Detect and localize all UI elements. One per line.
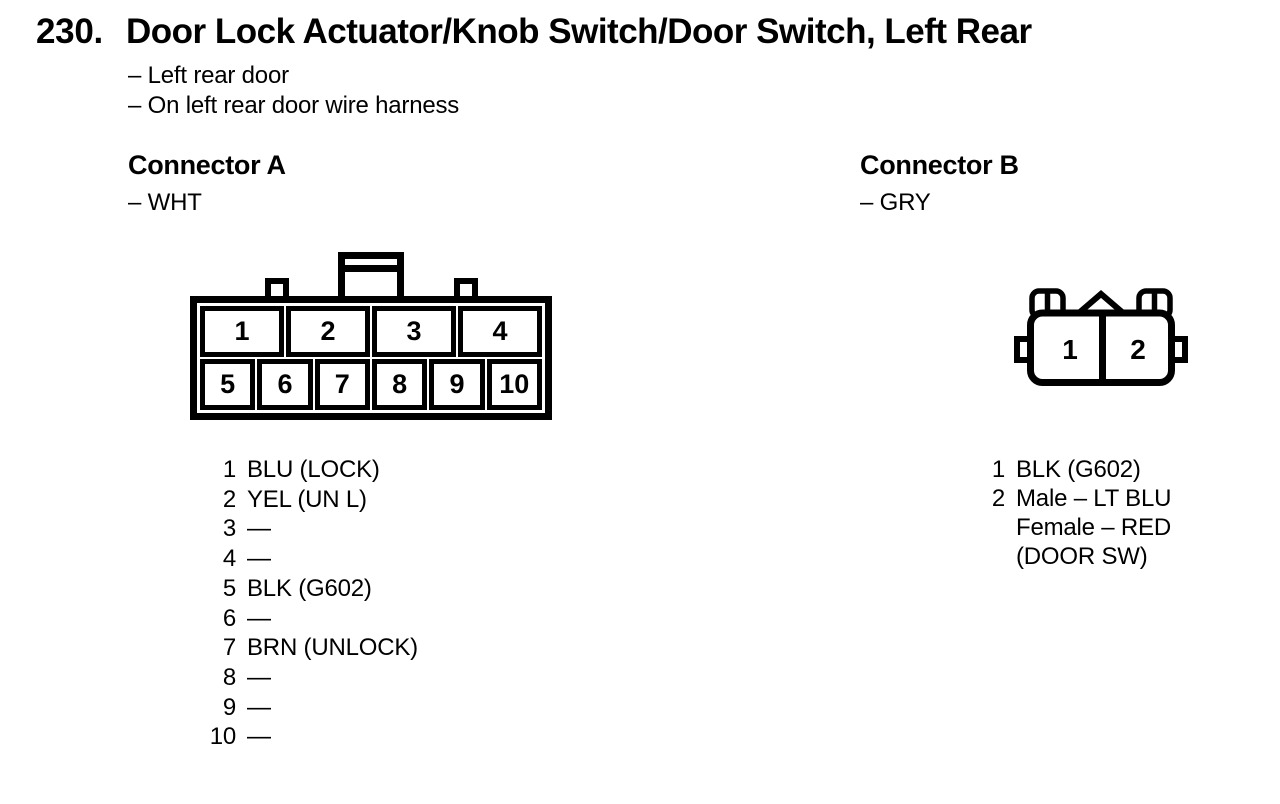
- note-line-1: – Left rear door: [128, 62, 289, 89]
- pin-wire-label: BLK (G602): [1016, 456, 1141, 483]
- pin-wire-label: YEL (UN L): [247, 485, 367, 513]
- connector-a-cavity-5: 5: [200, 359, 256, 410]
- pin-wire-line-3: (DOOR SW): [1016, 543, 1148, 570]
- pin-number: 8: [222, 663, 236, 691]
- pin-number: 9: [222, 693, 236, 721]
- connector-a-left-key-tab-icon: [265, 278, 289, 299]
- pin-row: 1 BLU (LOCK): [180, 455, 418, 485]
- connector-a-cavity-3: 3: [372, 306, 456, 357]
- connector-a-cavity-8: 8: [371, 359, 428, 410]
- connector-a-right-key-tab-icon: [454, 278, 478, 299]
- connector-a-cavity-1: 1: [200, 306, 284, 357]
- connector-a-top-row: 1 2 3 4: [199, 305, 543, 358]
- pin-row: 7 BRN (UNLOCK): [180, 633, 418, 663]
- pin-row: 1 BLK (G602): [985, 455, 1171, 484]
- connector-a-diagram: 1 2 3 4 5 6 7 8 9 10: [190, 296, 552, 420]
- pin-row: 8—: [180, 663, 418, 693]
- pin-number: 7: [222, 634, 236, 662]
- pin-number: 2: [991, 485, 1005, 512]
- connector-a-lock-tab-icon: [338, 252, 404, 298]
- pin-wire-line-1: Male – LT BLU: [1016, 485, 1172, 512]
- connector-a-cavity-2: 2: [286, 306, 370, 357]
- section-number: 230.: [36, 12, 103, 51]
- connector-b-color-note: – GRY: [860, 189, 931, 216]
- connector-b-heading: Connector B: [860, 150, 1019, 180]
- pin-wire-label: BLU (LOCK): [247, 456, 380, 483]
- pin-wire-line-2: Female – RED: [1016, 514, 1171, 541]
- pin-wire-label: —: [247, 723, 271, 751]
- pin-row: 6—: [180, 604, 418, 634]
- pin-number: 1: [991, 456, 1005, 483]
- pin-row: 4—: [180, 544, 418, 574]
- pin-row: 2 Male – LT BLU Female – RED (DOOR SW): [985, 484, 1172, 571]
- pin-row: 2 YEL (UN L): [180, 485, 418, 515]
- connector-a-cavity-7: 7: [314, 359, 370, 410]
- connector-a-cavity-6: 6: [257, 359, 313, 410]
- pin-number: 1: [222, 456, 236, 483]
- connector-a-bottom-row: 5 6 7 8 9 10: [199, 358, 543, 411]
- connector-b-pin-list: 1 BLK (G602) 2 Male – LT BLU Female – RE…: [985, 455, 1172, 571]
- pin-row: 10 —: [180, 722, 418, 752]
- pin-wire-label: —: [247, 545, 271, 573]
- pin-wire-label: BLK (G602): [247, 574, 372, 602]
- pin-wire-label: —: [247, 663, 271, 691]
- pin-row: 3—: [180, 514, 418, 544]
- note-line-2: – On left rear door wire harness: [128, 91, 460, 119]
- pin-number: 2: [222, 485, 236, 513]
- pin-wire-label-multiline: Male – LT BLU Female – RED (DOOR SW): [1016, 484, 1171, 571]
- pin-number: 3: [222, 515, 236, 543]
- pin-wire-label: —: [247, 515, 271, 543]
- pin-wire-label: —: [247, 693, 271, 721]
- pin-number: 10: [209, 723, 236, 751]
- connector-a-color-note: – WHT: [128, 189, 202, 216]
- connector-a-heading: Connector A: [128, 150, 286, 180]
- pin-number: 4: [222, 545, 236, 573]
- pin-row: 9—: [180, 693, 418, 723]
- connector-b-diagram: 1 2: [1014, 288, 1188, 386]
- pin-row: 5 BLK (G602): [180, 574, 418, 604]
- connector-a-cavity-4: 4: [458, 306, 542, 357]
- page-title: Door Lock Actuator/Knob Switch/Door Swit…: [126, 12, 1032, 51]
- connector-a-cavity-9: 9: [429, 359, 485, 410]
- pin-wire-label: —: [247, 604, 271, 632]
- connector-a-cavity-10: 10: [486, 359, 542, 410]
- location-notes: – Left rear door – On left rear door wir…: [128, 61, 459, 120]
- pin-number: 5: [222, 574, 236, 602]
- pin-wire-label: BRN (UNLOCK): [247, 634, 418, 662]
- pin-number: 6: [222, 604, 236, 632]
- connector-b-cavity-2: 2: [1130, 334, 1146, 365]
- connector-b-cavity-1: 1: [1062, 334, 1078, 365]
- lock-tab-bar: [344, 265, 398, 272]
